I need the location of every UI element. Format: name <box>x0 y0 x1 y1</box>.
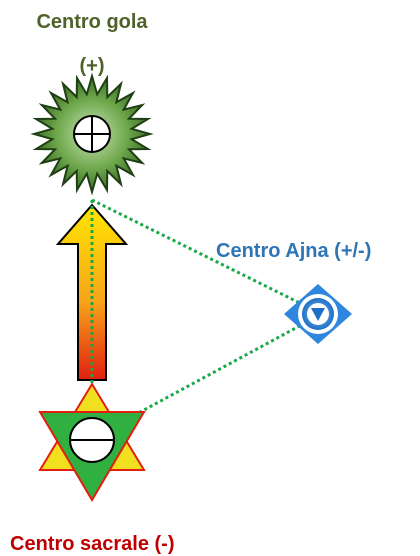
connector-lines <box>91 198 319 426</box>
throat-title-label: Centro gola <box>36 11 148 33</box>
connector-throat-ajna <box>91 198 319 314</box>
ajna-label: Centro Ajna (+/-) <box>216 240 371 262</box>
blue-diamond-eye-icon <box>284 284 352 344</box>
connector-sacral-ajna <box>117 314 319 426</box>
sacral-label: Centro sacrale (-) <box>10 533 175 555</box>
starburst-plus-circle-icon <box>30 72 154 196</box>
throat-sign-label: (+) <box>80 55 105 77</box>
hexagram-minus-circle-icon <box>38 382 146 502</box>
